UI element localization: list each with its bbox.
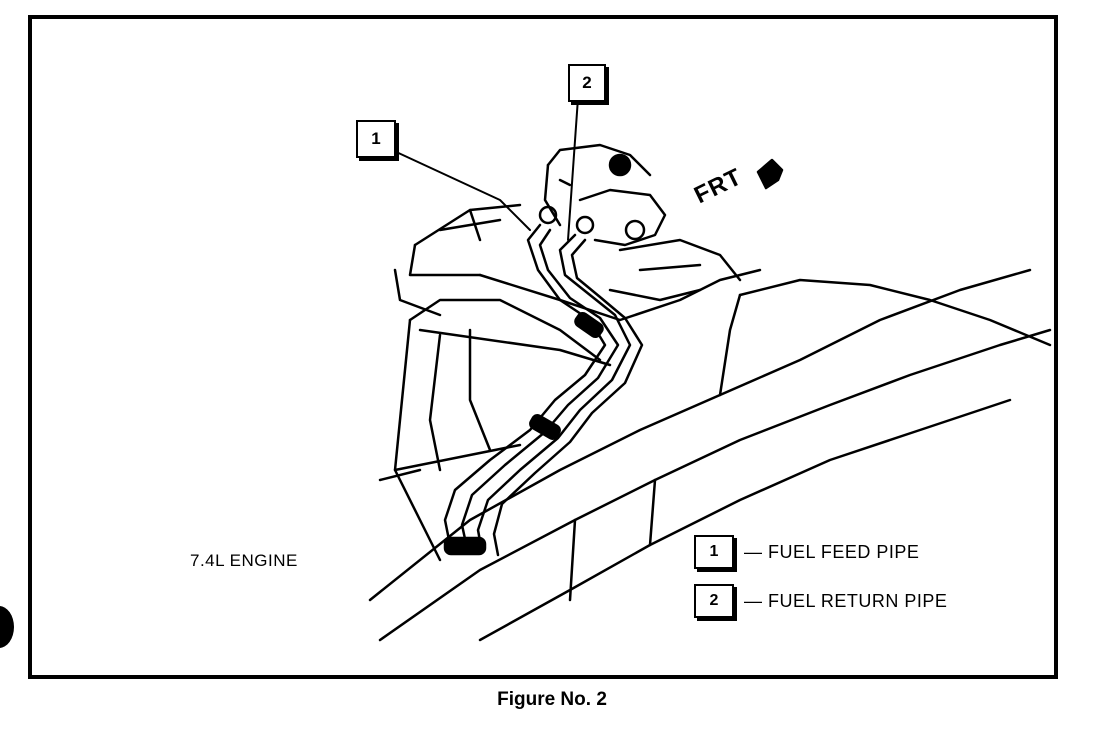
- legend-item-2: 2 — FUEL RETURN PIPE: [694, 584, 947, 618]
- callout-2-number: 2: [582, 73, 592, 92]
- fuel-regulator: [538, 143, 667, 247]
- legend-item-1: 1 — FUEL FEED PIPE: [694, 535, 919, 569]
- figure-caption: Figure No. 2: [497, 689, 607, 710]
- frt-arrow: [756, 158, 784, 190]
- legend-number-2: 2: [694, 584, 734, 618]
- edge-mark: [0, 606, 14, 648]
- frame-rail: [368, 268, 1052, 642]
- callout-2: 2: [568, 64, 606, 102]
- callout-1: 1: [356, 120, 396, 158]
- callout-leaders: [391, 97, 579, 241]
- intake-manifold: [393, 203, 762, 322]
- figure-frame: [28, 15, 1058, 679]
- legend-text-2: — FUEL RETURN PIPE: [744, 590, 948, 611]
- pipe-clips: [443, 311, 604, 556]
- legend-number-1: 1: [694, 535, 734, 569]
- engine-label: 7.4L ENGINE: [190, 551, 298, 570]
- bell-housing: [378, 298, 612, 562]
- fuel-pipes: [443, 223, 644, 557]
- callout-1-number: 1: [371, 129, 381, 148]
- legend-text-1: — FUEL FEED PIPE: [744, 541, 920, 562]
